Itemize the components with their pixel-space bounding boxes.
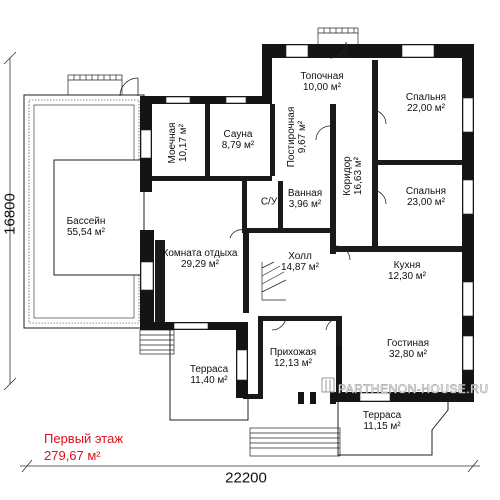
room-spalnya-1: Спальня 22,00 м²: [406, 92, 446, 114]
room-su: С/У: [261, 197, 277, 208]
room-area: 3,96 м²: [288, 199, 322, 210]
terraces: [169, 328, 449, 456]
floor-title: Первый этаж 279,67 м²: [44, 430, 123, 464]
room-postirochnaya: Постирочная 9,67 м²: [286, 107, 308, 168]
room-spalnya-2: Спальня 23,00 м²: [406, 186, 446, 208]
windows: [140, 44, 474, 402]
room-name: Бассейн: [66, 216, 106, 227]
room-holl: Холл 14,87 м²: [281, 251, 319, 273]
dimension-width: 22200: [223, 469, 269, 487]
room-area: 12,13 м²: [273, 358, 312, 369]
room-name: С/У: [260, 196, 278, 208]
room-name: Моечная: [167, 122, 178, 164]
floor-area: 279,67 м²: [44, 448, 101, 463]
room-name: Ванная: [287, 188, 323, 199]
dimension-lines: [3, 51, 480, 473]
room-area: 9,67 м²: [297, 120, 308, 154]
room-area: 10,17 м²: [178, 123, 189, 163]
room-name: Комната отдыха: [162, 248, 238, 259]
doors: [119, 41, 387, 331]
room-name: Постирочная: [286, 106, 297, 168]
room-name: Спальня: [405, 92, 447, 103]
stairs: [139, 261, 341, 457]
room-area: 23,00 м²: [406, 197, 445, 208]
room-name: Терраса: [189, 364, 229, 375]
room-prihozhaya: Прихожая 12,13 м²: [270, 347, 316, 369]
dimension-height: 16800: [1, 193, 19, 235]
room-name: Сауна: [223, 129, 253, 140]
room-name: Кухня: [393, 260, 421, 271]
pool-area: [23, 94, 145, 329]
watermark: PARTHENON-HOUSE.RU: [338, 382, 489, 396]
room-name: Спальня: [405, 186, 447, 197]
room-gostinaya: Гостиная 32,80 м²: [387, 338, 429, 360]
room-name: Терраса: [362, 410, 402, 421]
room-moechnaya: Моечная 10,17 м²: [167, 123, 189, 164]
room-area: 11,40 м²: [190, 375, 228, 386]
room-area: 29,29 м²: [180, 259, 219, 270]
room-koridor: Коридор 16,63 м²: [342, 156, 364, 196]
room-area: 11,15 м²: [363, 421, 401, 432]
room-area: 55,54 м²: [66, 227, 106, 238]
room-area: 14,87 м²: [280, 262, 320, 273]
room-topochnaya: Топочная 10,00 м²: [300, 71, 343, 93]
watermark-logo: [321, 377, 335, 393]
floor-name: Первый этаж: [44, 431, 124, 446]
room-name: Холл: [288, 251, 312, 262]
room-terrasa-2: Терраса 11,15 м²: [363, 410, 401, 432]
room-area: 32,80 м²: [388, 349, 428, 360]
room-vannaya: Ванная 3,96 м²: [288, 188, 322, 210]
interior-walls: [152, 60, 470, 399]
room-sauna: Сауна 8,79 м²: [222, 129, 254, 151]
room-name: Топочная: [300, 71, 344, 82]
room-komnata-otdyha: Комната отдыха 29,29 м²: [163, 248, 238, 270]
entrance-details: [298, 392, 336, 404]
room-area: 22,00 м²: [406, 103, 445, 114]
room-kuhnya: Кухня 12,30 м²: [388, 260, 426, 282]
room-area: 8,79 м²: [221, 140, 255, 151]
pool-balcony: [67, 74, 123, 96]
room-area: 16,63 м²: [353, 157, 364, 196]
room-name: Гостиная: [387, 338, 429, 349]
room-area: 10,00 м²: [302, 82, 342, 93]
room-name: Коридор: [342, 156, 353, 196]
room-basseyn: Бассейн 55,54 м²: [67, 216, 106, 238]
room-name: Прихожая: [269, 347, 317, 358]
room-area: 12,30 м²: [387, 271, 427, 282]
room-terrasa-1: Терраса 11,40 м²: [190, 364, 228, 386]
